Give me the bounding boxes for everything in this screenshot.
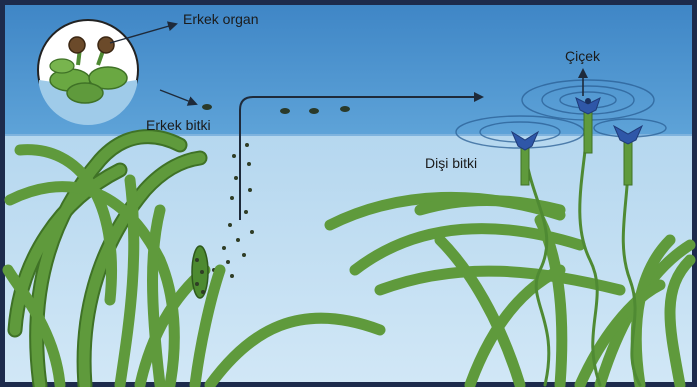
- label-male-plant: Erkek bitki: [146, 117, 211, 133]
- label-male-organ: Erkek organ: [183, 11, 258, 27]
- label-female-plant: Dişi bitki: [425, 155, 477, 171]
- label-flower: Çiçek: [565, 48, 600, 64]
- male-plant-bud: [192, 246, 208, 298]
